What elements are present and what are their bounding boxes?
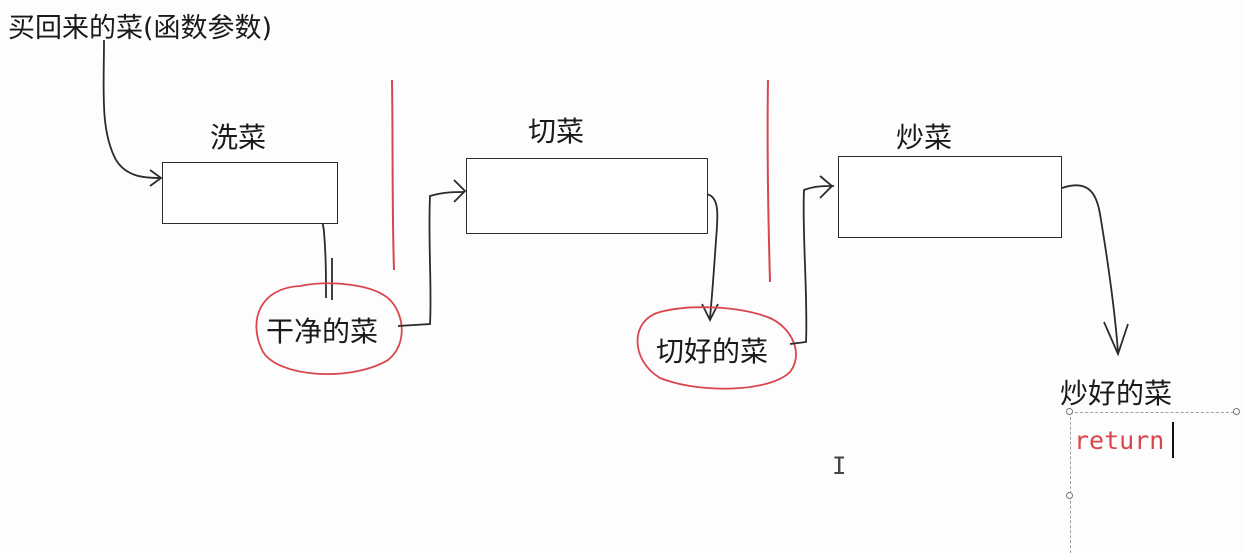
resize-handle-top-right[interactable] [1233,408,1240,415]
arrowhead-cutdone [701,303,719,323]
arrowhead-wash [149,169,163,187]
resize-handle-left-middle[interactable] [1066,492,1073,499]
arrow-clean-to-cut [397,191,465,327]
arrowhead-cut [453,179,467,203]
red-divider-1 [391,79,395,271]
red-circle-cutdone [636,306,797,390]
red-divider-2 [766,79,771,283]
resize-handle-top-left[interactable] [1066,408,1073,415]
result-clean-label: 干净的菜 [266,315,379,348]
arrow-input-to-wash [102,39,161,179]
step-wash-label: 洗菜 [210,121,267,154]
step-fry-box [838,156,1062,238]
result-fried-label: 炒好的菜 [1060,377,1173,410]
red-circle-clean [255,282,403,375]
result-cutdone-label: 切好的菜 [656,335,769,368]
step-wash-box [162,162,338,224]
text-caret [1172,422,1174,458]
return-text[interactable]: return [1074,426,1165,455]
ibeam-cursor-icon: I [832,452,847,480]
step-cut-label: 切菜 [528,115,585,148]
arrow-cutdone-to-fry [789,185,835,345]
step-fry-label: 炒菜 [896,121,953,154]
arrowhead-fried [1103,321,1129,357]
arrow-cut-to-cutdone [705,193,719,319]
arrow-fry-to-fried [1061,184,1119,353]
arrowhead-fry [819,175,834,199]
step-cut-box [466,158,708,234]
diagram-title: 买回来的菜(函数参数) [8,13,273,44]
text-box-frame[interactable] [1070,412,1239,553]
